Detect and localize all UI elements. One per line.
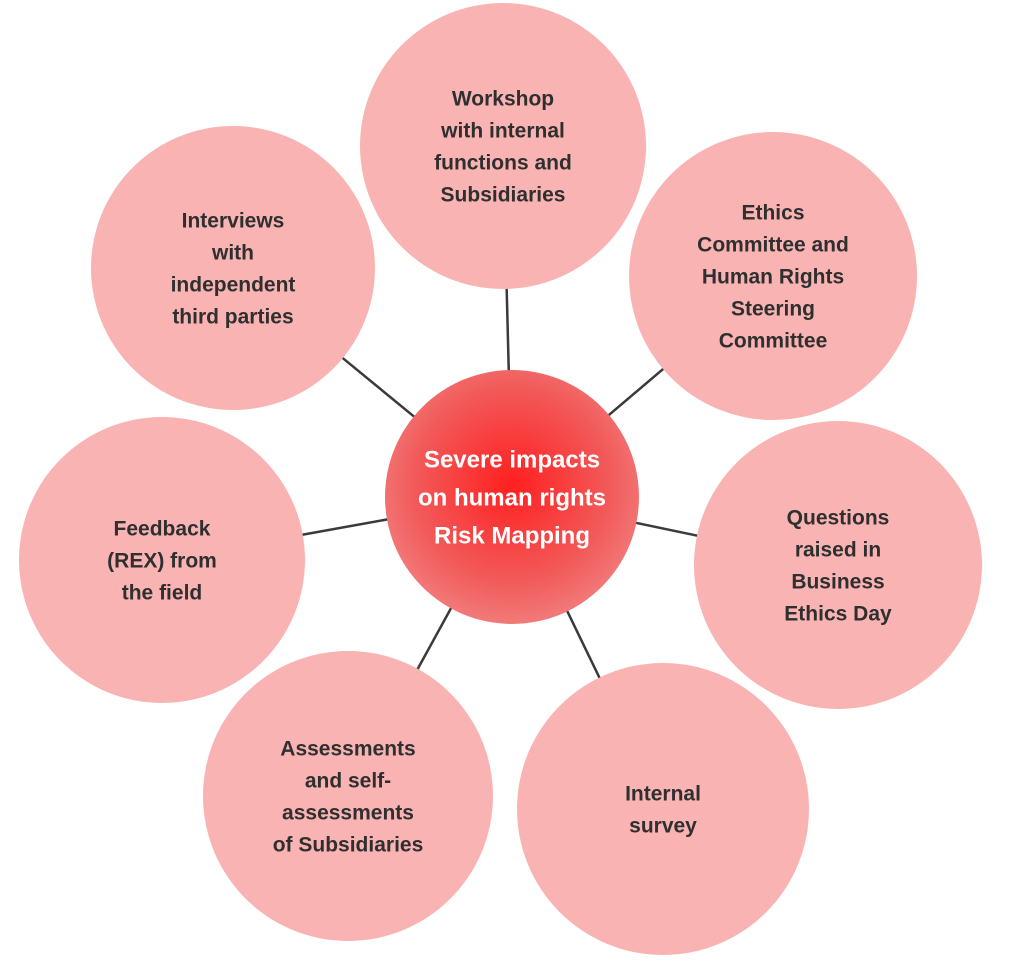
- node-circle-assessments: [203, 651, 493, 941]
- node-label-rex-feedback: Feedback (REX) from the field: [107, 517, 217, 604]
- node-interviews: Interviews with independent third parties: [91, 126, 375, 410]
- node-label-ethics-day-line: Business: [791, 570, 884, 593]
- node-label-workshop-line: Workshop: [452, 87, 554, 110]
- node-label-workshop-line: Subsidiaries: [441, 183, 566, 206]
- node-label-internal-survey-line: Internal: [625, 782, 701, 805]
- node-label-assessments: Assessments and self-assessments of Subsid…: [273, 737, 424, 856]
- node-label-ethics-committee-line: Ethics: [741, 201, 804, 224]
- connector-workshop: [505, 284, 511, 375]
- node-label-internal-survey: Internal survey: [625, 782, 701, 837]
- node-label-internal-survey-line: survey: [629, 814, 697, 837]
- node-label-ethics-committee-line: Steering: [731, 297, 815, 320]
- node-circle-interviews: [91, 126, 375, 410]
- center-label-line: Risk Mapping: [434, 522, 590, 549]
- connector-internal-survey: [564, 607, 603, 682]
- connector-ethics-day: [632, 520, 702, 538]
- connector-assessments: [414, 604, 454, 673]
- node-label-rex-feedback-line: (REX) from: [107, 549, 217, 572]
- node-circle-ethics-committee: [629, 132, 917, 420]
- node-label-ethics-day-line: raised in: [795, 538, 881, 561]
- connectors: [298, 284, 702, 682]
- node-circle-rex-feedback: [19, 417, 305, 703]
- node-circle-workshop: [360, 3, 646, 289]
- node-label-ethics-committee-line: Committee and: [697, 233, 849, 256]
- connector-interviews: [338, 354, 418, 420]
- node-label-ethics-committee-line: Human Rights: [702, 265, 844, 288]
- node-label-assessments-line: and self-: [305, 769, 391, 792]
- node-label-interviews: Interviews with independent third parties: [171, 209, 296, 328]
- center-circle: [385, 370, 639, 624]
- node-label-assessments-line: Assessments: [280, 737, 415, 760]
- node-circle-internal-survey: [517, 663, 809, 955]
- center-label-line: on human rights: [418, 484, 606, 511]
- node-label-interviews-line: independent: [171, 273, 296, 296]
- node-label-workshop-line: with internal: [440, 119, 565, 142]
- node-label-interviews-line: with: [211, 241, 254, 264]
- connector-rex-feedback: [298, 517, 392, 537]
- node-circle-ethics-day: [694, 421, 982, 709]
- center-label-line: Severe impacts: [424, 446, 600, 473]
- node-internal-survey: Internal survey: [517, 663, 809, 955]
- node-assessments: Assessments and self-assessments of Subsid…: [203, 651, 493, 941]
- node-label-rex-feedback-line: Feedback: [114, 517, 211, 540]
- node-label-interviews-line: Interviews: [182, 209, 285, 232]
- node-label-interviews-line: third parties: [172, 305, 293, 328]
- connector-ethics-committee: [605, 365, 667, 419]
- node-label-rex-feedback-line: the field: [122, 581, 203, 604]
- node-label-ethics-committee-line: Committee: [719, 329, 828, 352]
- node-label-ethics-day-line: Questions: [787, 506, 890, 529]
- node-label-workshop-line: functions and: [434, 151, 572, 174]
- node-label-assessments-line: of Subsidiaries: [273, 833, 424, 856]
- node-rex-feedback: Feedback (REX) from the field: [19, 417, 305, 703]
- node-label-assessments-line: assessments: [282, 801, 414, 824]
- node-label-ethics-day-line: Ethics Day: [784, 602, 892, 625]
